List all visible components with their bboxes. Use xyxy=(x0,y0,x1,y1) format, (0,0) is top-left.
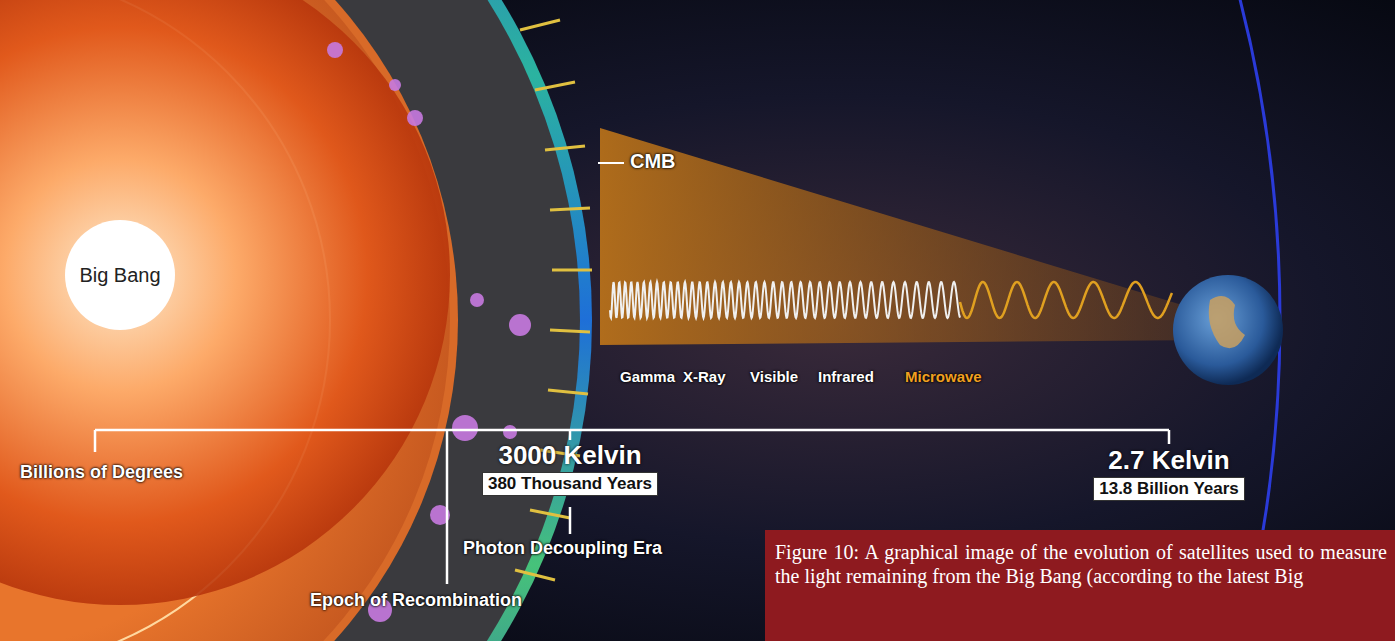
annotation-label: Visible xyxy=(750,368,798,385)
node-box-text: 13.8 Billion Years xyxy=(1093,477,1245,501)
node-heading: 3000 Kelvin xyxy=(478,440,662,471)
annotation-label: Gamma xyxy=(620,368,675,385)
annotation-label: X-Ray xyxy=(683,368,726,385)
node-heading: 2.7 Kelvin xyxy=(1089,445,1249,476)
annotation-label: Photon Decoupling Era xyxy=(463,538,662,559)
leader-line xyxy=(598,162,624,164)
big-bang-circle: Big Bang xyxy=(65,220,175,330)
annotation-label: Epoch of Recombination xyxy=(310,590,522,611)
figure-caption: Figure 10: A graphical image of the evol… xyxy=(775,540,1387,588)
node-heading: Big Bang xyxy=(79,264,160,287)
annotation-label: CMB xyxy=(630,150,676,173)
node-box-text: 380 Thousand Years xyxy=(482,472,658,496)
annotation-label: Infrared xyxy=(818,368,874,385)
caption-box: Figure 10: A graphical image of the evol… xyxy=(765,530,1395,641)
annotation-label: Microwave xyxy=(905,368,982,385)
timeline-marker: 3000 Kelvin380 Thousand Years xyxy=(478,440,662,496)
annotation-label: Billions of Degrees xyxy=(20,462,183,483)
timeline-marker: 2.7 Kelvin13.8 Billion Years xyxy=(1089,445,1249,501)
